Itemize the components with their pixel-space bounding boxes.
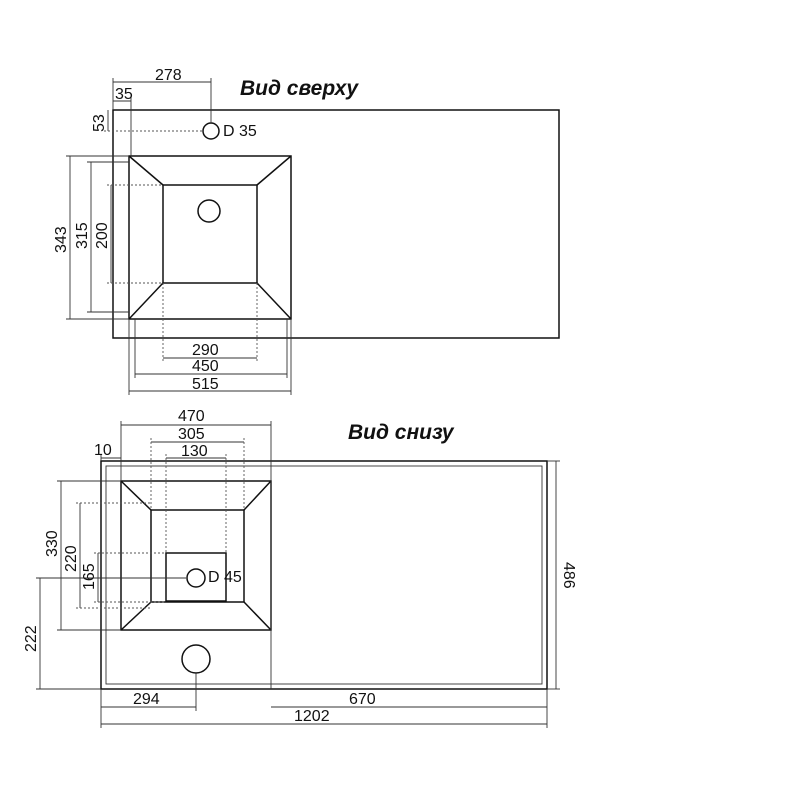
dim-label-53: 53: [91, 114, 108, 132]
dim-label-294: 294: [133, 691, 160, 708]
drain-box: [165, 552, 227, 602]
bottom-slab-outline: [100, 460, 548, 690]
top-view-title: Вид сверху: [240, 77, 359, 100]
bottom-view: Вид снизу: [23, 408, 577, 728]
dim-label-220: 220: [63, 545, 80, 572]
dim-label-450: 450: [192, 358, 219, 375]
dim-label-10: 10: [94, 442, 112, 459]
dim-label-165: 165: [81, 563, 98, 590]
bottom-view-title: Вид снизу: [348, 421, 455, 444]
bowl-bevel-tr: [256, 155, 292, 186]
dim-label-35: 35: [115, 86, 133, 103]
dim-label-486: 486: [560, 562, 577, 589]
dim-label-315: 315: [74, 222, 91, 249]
dim-label-d45: D 45: [208, 569, 242, 586]
dim-label-130: 130: [181, 443, 208, 460]
bottom-bowl-inner: [150, 509, 245, 603]
top-slab-outline: [112, 109, 560, 339]
dim-label-d35: D 35: [223, 123, 257, 140]
dim-label-290: 290: [192, 342, 219, 359]
dim-label-330: 330: [44, 530, 61, 557]
top-view: Вид сверху: [53, 67, 560, 395]
dim-label-222: 222: [23, 625, 40, 652]
bottom-slab-inner-edge: [105, 465, 543, 685]
dim-label-343: 343: [53, 226, 70, 253]
dim-label-278: 278: [155, 67, 182, 84]
top-bowl-outer: [128, 155, 292, 320]
bowl-bevel-bl: [128, 282, 164, 320]
dim-label-1202: 1202: [294, 708, 330, 725]
dim-label-200: 200: [94, 222, 111, 249]
bowl-bevel-br: [256, 282, 292, 320]
bottom-faucet-hole: [181, 644, 211, 674]
dim-label-670: 670: [349, 691, 376, 708]
top-drain-hole: [197, 199, 221, 223]
faucet-hole: [202, 122, 220, 140]
bottom-drain-hole: [186, 568, 206, 588]
dim-label-470: 470: [178, 408, 205, 425]
top-bowl-inner: [162, 184, 258, 284]
dim-label-305: 305: [178, 426, 205, 443]
dim-label-515: 515: [192, 376, 219, 393]
bowl-bevel-tl: [128, 155, 164, 186]
